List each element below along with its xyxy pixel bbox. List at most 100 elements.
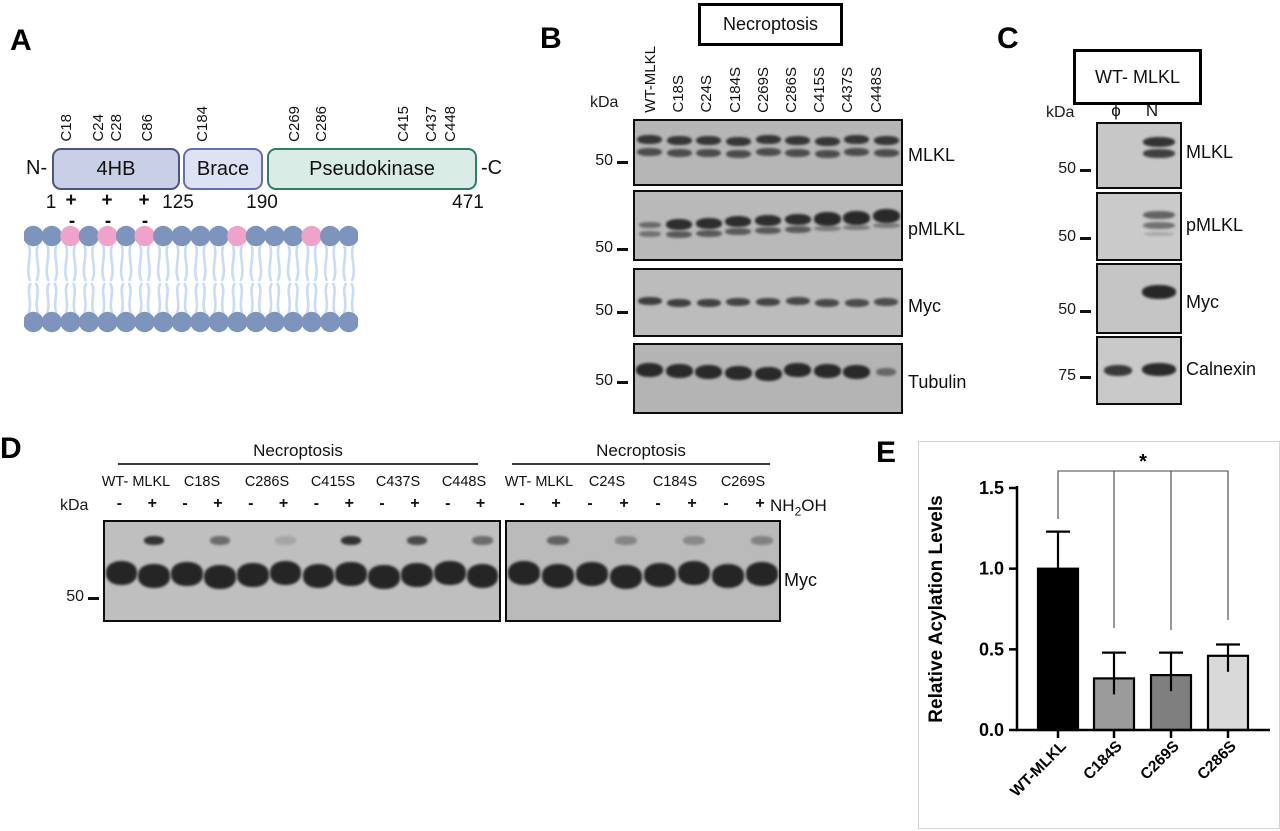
- minus-mark: -: [655, 495, 661, 512]
- antibody-label-myc: Myc: [784, 570, 817, 590]
- lane-label-n: N: [1145, 101, 1159, 120]
- nh2oh-sub: 2: [794, 504, 802, 519]
- svg-text:Relative Acylation Levels: Relative Acylation Levels: [926, 495, 947, 722]
- wb-band: [813, 211, 841, 226]
- mutant-lane-label: C286S: [244, 474, 290, 490]
- wb-band: [609, 565, 643, 589]
- wb-band: [815, 299, 840, 307]
- cysteine-label: C24: [90, 114, 107, 142]
- domain-box-4hb: 4HB: [52, 148, 180, 190]
- wb-band: [755, 135, 781, 145]
- marker-75: 75: [1058, 367, 1076, 384]
- plus-mark: +: [278, 495, 289, 512]
- wb-band: [643, 563, 677, 587]
- wb-band: [667, 299, 692, 307]
- wb-band: [1142, 285, 1176, 299]
- wb-band: [696, 136, 722, 146]
- wb-band: [876, 368, 897, 376]
- wb-band: [1143, 211, 1175, 219]
- mutant-lane-label: C437S: [375, 474, 421, 490]
- wb-band: [695, 217, 722, 229]
- residue-number: 471: [452, 192, 484, 213]
- lane-label: WT-MLKL: [642, 46, 659, 113]
- wb-band: [636, 363, 664, 377]
- marker-50: 50: [595, 302, 613, 319]
- wt-mlkl-header-box: WT- MLKL: [1073, 49, 1202, 105]
- svg-text:*: *: [1139, 451, 1147, 473]
- svg-text:C184S: C184S: [1080, 738, 1126, 784]
- western-blot-mlkl: [633, 119, 903, 186]
- wb-band: [844, 298, 869, 307]
- mutant-lane-label: WT- MLKL: [101, 474, 171, 490]
- kda-label: kDa: [60, 497, 89, 514]
- treatment-underline: [118, 463, 478, 465]
- wb-band: [756, 297, 780, 306]
- lipid-bilayer-svg: [23, 225, 359, 333]
- wb-band: [406, 536, 428, 545]
- wb-band: [784, 363, 812, 377]
- mutant-lane-label: C269S: [720, 474, 766, 490]
- wb-band: [844, 134, 870, 144]
- wb-band: [171, 562, 203, 586]
- marker-dash: [617, 161, 628, 164]
- positive-charge: +: [138, 190, 150, 211]
- necroptosis-treatment-left: Necroptosis: [253, 441, 343, 460]
- wb-band: [1142, 363, 1176, 376]
- panel-c-label: C: [997, 22, 1019, 55]
- mutant-lane-label: C184S: [652, 474, 698, 490]
- wb-band: [843, 365, 871, 379]
- western-blot-calnexin-fractions: [1096, 336, 1182, 405]
- svg-text:1.5: 1.5: [979, 478, 1004, 498]
- lane-label: C18S: [670, 75, 688, 113]
- plus-mark: +: [687, 495, 697, 512]
- marker-50: 50: [1058, 301, 1076, 318]
- plus-mark: +: [619, 495, 629, 512]
- panel-a-label: A: [10, 24, 32, 57]
- plus-mark: +: [147, 495, 157, 512]
- minus-mark: -: [313, 495, 320, 512]
- lane-label: C448S: [867, 67, 885, 113]
- wb-band: [637, 147, 663, 156]
- wb-band: [755, 227, 781, 235]
- wb-band: [666, 218, 693, 230]
- minus-mark: -: [587, 495, 593, 512]
- svg-text:0.0: 0.0: [979, 720, 1004, 740]
- domain-box-brace: Brace: [183, 148, 263, 190]
- wb-band: [844, 147, 870, 156]
- minus-mark: -: [519, 495, 525, 512]
- marker-dash: [1080, 310, 1091, 313]
- marker-dash: [617, 381, 628, 384]
- domain-box-pseudokinase: Pseudokinase: [267, 148, 477, 190]
- wb-band: [575, 562, 609, 586]
- wb-band: [335, 562, 367, 586]
- wb-band: [711, 564, 745, 588]
- nh2oh-post: OH: [801, 496, 827, 515]
- wb-band: [236, 563, 269, 587]
- wb-band: [302, 564, 335, 588]
- wb-band: [472, 536, 493, 545]
- positive-charge: +: [101, 190, 113, 211]
- wb-band: [724, 366, 752, 380]
- treatment-underline: [512, 463, 770, 465]
- marker-50: 50: [595, 239, 613, 256]
- wb-band: [784, 214, 811, 225]
- kda-label: kDa: [590, 94, 619, 111]
- wb-band: [105, 561, 138, 585]
- residue-number: 1: [45, 192, 57, 213]
- wb-band: [754, 367, 782, 381]
- mutant-lane-label: WT- MLKL: [504, 474, 574, 490]
- antibody-label-myc: Myc: [1186, 292, 1219, 312]
- wb-band: [1143, 137, 1175, 147]
- svg-text:0.5: 0.5: [979, 639, 1004, 659]
- mutant-lane-label: C24S: [588, 474, 626, 490]
- wb-band: [1143, 222, 1175, 229]
- wb-band: [466, 564, 499, 588]
- marker-50: 50: [1058, 160, 1076, 177]
- wb-band: [666, 135, 692, 145]
- wb-band: [138, 564, 170, 588]
- panel-b-label: B: [540, 22, 562, 55]
- western-blot-mlkl-fractions: [1096, 122, 1182, 189]
- lipid-bilayer-illustration: [23, 222, 359, 341]
